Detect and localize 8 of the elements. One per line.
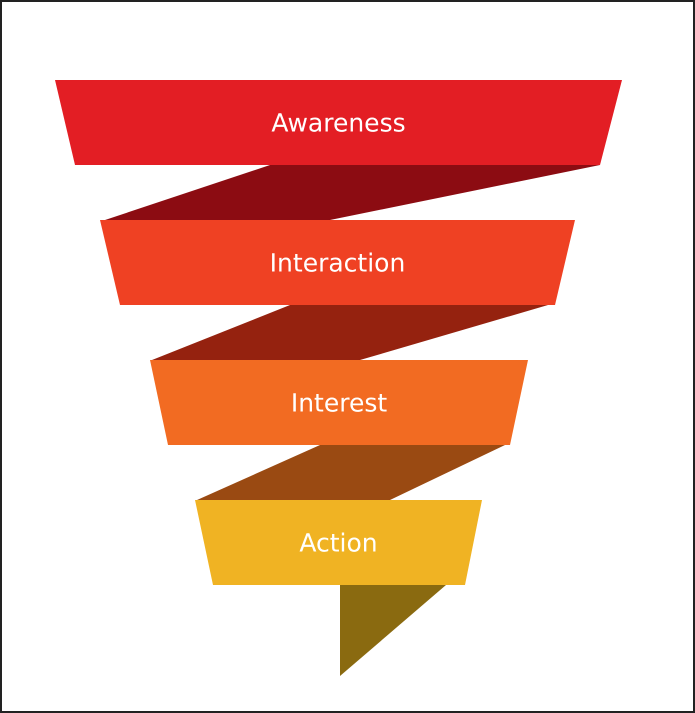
funnel-band (100, 220, 575, 305)
band-label: Interest (290, 388, 388, 417)
band-label: Awareness (270, 108, 407, 137)
band-label: Action (298, 528, 379, 557)
band-label: Interaction (268, 248, 406, 277)
funnel-band (55, 80, 622, 165)
funnel-band (195, 500, 482, 585)
funnel-band (150, 360, 528, 445)
